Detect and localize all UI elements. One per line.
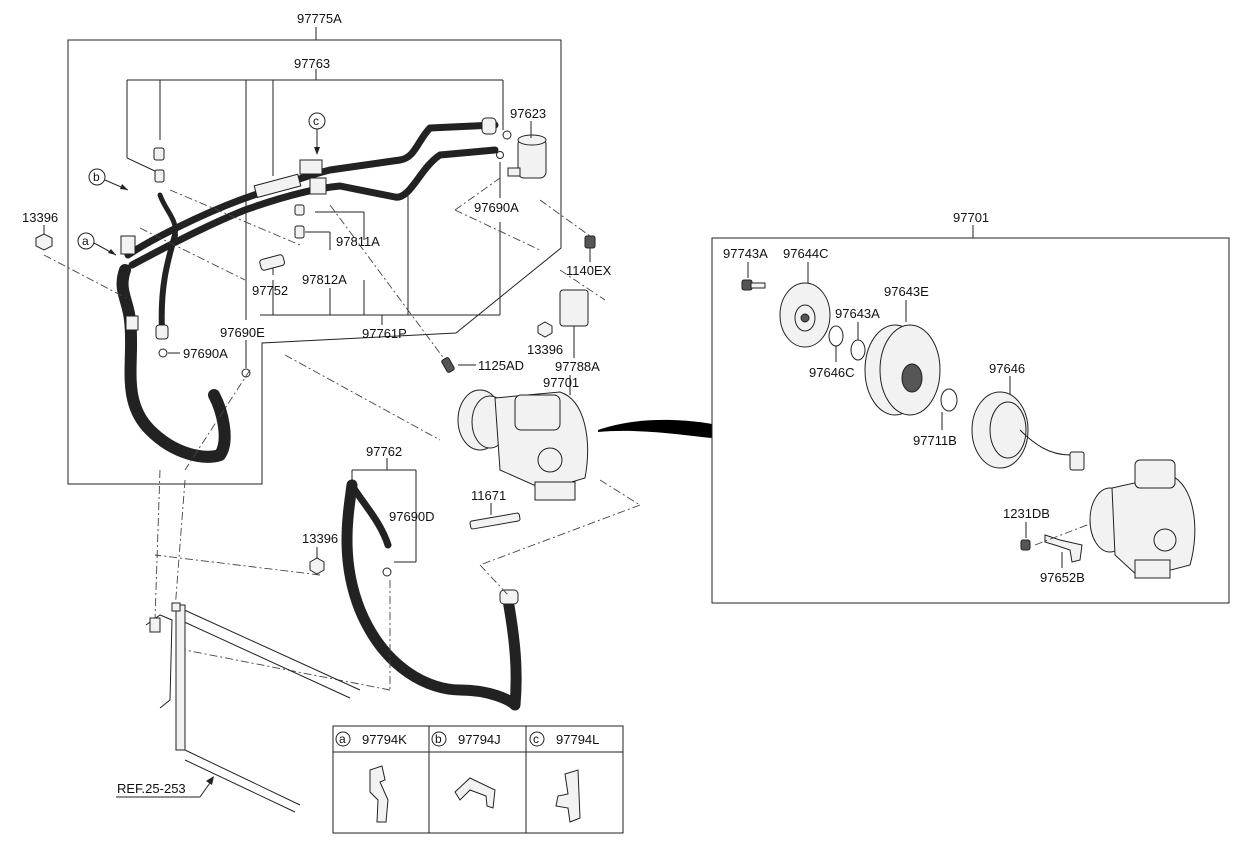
leader-97763 <box>126 69 504 320</box>
label-13396-left: 13396 <box>22 210 58 225</box>
legend-c-letter: c <box>533 732 539 746</box>
bracket-97652B <box>1044 534 1083 568</box>
label-97690D: 97690D <box>389 509 435 524</box>
label-97644C: 97644C <box>783 246 829 261</box>
label-97812A: 97812A <box>302 272 347 287</box>
nut-13396-low <box>309 547 325 575</box>
label-97711B: 97711B <box>913 433 957 448</box>
legend-a-letter: a <box>339 732 346 746</box>
bolt-11671 <box>469 503 521 530</box>
label-97811A: 97811A <box>336 234 380 249</box>
receiver-drier-97623 <box>496 121 547 179</box>
nut-13396-mid <box>537 321 553 338</box>
block-97788A <box>559 289 589 358</box>
label-97690A-bottom: 97690A <box>183 346 228 361</box>
label-97761P: 97761P <box>362 326 407 341</box>
shim-97646C <box>828 325 844 362</box>
label-97775A: 97775A <box>297 11 342 26</box>
label-97643A: 97643A <box>835 306 880 321</box>
bolt-97743A <box>741 262 766 291</box>
bracket-97794L <box>555 769 581 823</box>
bolt-1140EX <box>584 235 596 262</box>
pulley-97643E <box>864 300 941 416</box>
detail-title: 97701 <box>953 210 989 225</box>
ref-label-group <box>116 776 214 798</box>
label-97788A: 97788A <box>555 359 600 374</box>
label-97752: 97752 <box>252 283 288 298</box>
coil-97646 <box>971 376 1085 471</box>
callout-b-letter: b <box>93 170 100 184</box>
label-97690E: 97690E <box>220 325 265 340</box>
label-97646C: 97646C <box>809 365 855 380</box>
ring-97711B <box>940 388 958 430</box>
callout-a-letter: a <box>82 234 89 248</box>
compressor-detail <box>1089 459 1196 579</box>
legend-table: a 97794K b 97794J c 97794L <box>332 725 624 834</box>
upper-hose-97763 <box>124 117 499 269</box>
label-97701-main: 97701 <box>543 375 579 390</box>
caps-and-valves <box>153 147 305 239</box>
callout-a: a <box>77 232 117 256</box>
detail-box <box>711 225 1230 604</box>
label-97743A: 97743A <box>723 246 768 261</box>
label-1140EX: 1140EX <box>566 263 612 278</box>
detail-pointer-arrow <box>598 419 712 438</box>
compressor-97701 <box>457 375 589 501</box>
label-13396-low: 13396 <box>302 531 338 546</box>
callout-b: b <box>88 168 129 191</box>
label-97652B: 97652B <box>1040 570 1085 585</box>
label-97762: 97762 <box>366 444 402 459</box>
label-97690A-top: 97690A <box>474 200 519 215</box>
pressure-switch-97752 <box>259 254 285 275</box>
discharge-hose-97762 <box>341 479 522 711</box>
leader-97761P <box>260 195 501 325</box>
hub-97644C <box>779 262 831 348</box>
suction-hose <box>116 192 231 463</box>
condenser-ref <box>145 602 361 813</box>
legend-b-letter: b <box>435 732 442 746</box>
snap-ring-97643A <box>850 322 866 361</box>
bracket-97794J <box>454 777 496 809</box>
assembly-frame-97775A <box>67 27 562 485</box>
leader-97762 <box>351 458 417 563</box>
legend-a-part: 97794K <box>362 732 407 747</box>
ref-label: REF.25-253 <box>117 781 186 796</box>
label-97646: 97646 <box>989 361 1025 376</box>
nut-13396-left <box>35 225 53 251</box>
label-1125AD: 1125AD <box>478 358 524 373</box>
bracket-97794K <box>369 765 389 823</box>
reference-lines <box>43 177 641 691</box>
legend-c-part: 97794L <box>556 732 599 747</box>
callout-c: c <box>308 112 326 155</box>
label-97643E: 97643E <box>884 284 929 299</box>
bolt-1125AD <box>441 357 476 373</box>
bolt-1231DB <box>1020 522 1031 551</box>
label-97763: 97763 <box>294 56 330 71</box>
label-1231DB: 1231DB <box>1003 506 1050 521</box>
label-13396-mid: 13396 <box>527 342 563 357</box>
callout-c-letter: c <box>313 114 319 128</box>
label-97623: 97623 <box>510 106 546 121</box>
legend-b-part: 97794J <box>458 732 501 747</box>
label-11671: 11671 <box>471 488 506 503</box>
